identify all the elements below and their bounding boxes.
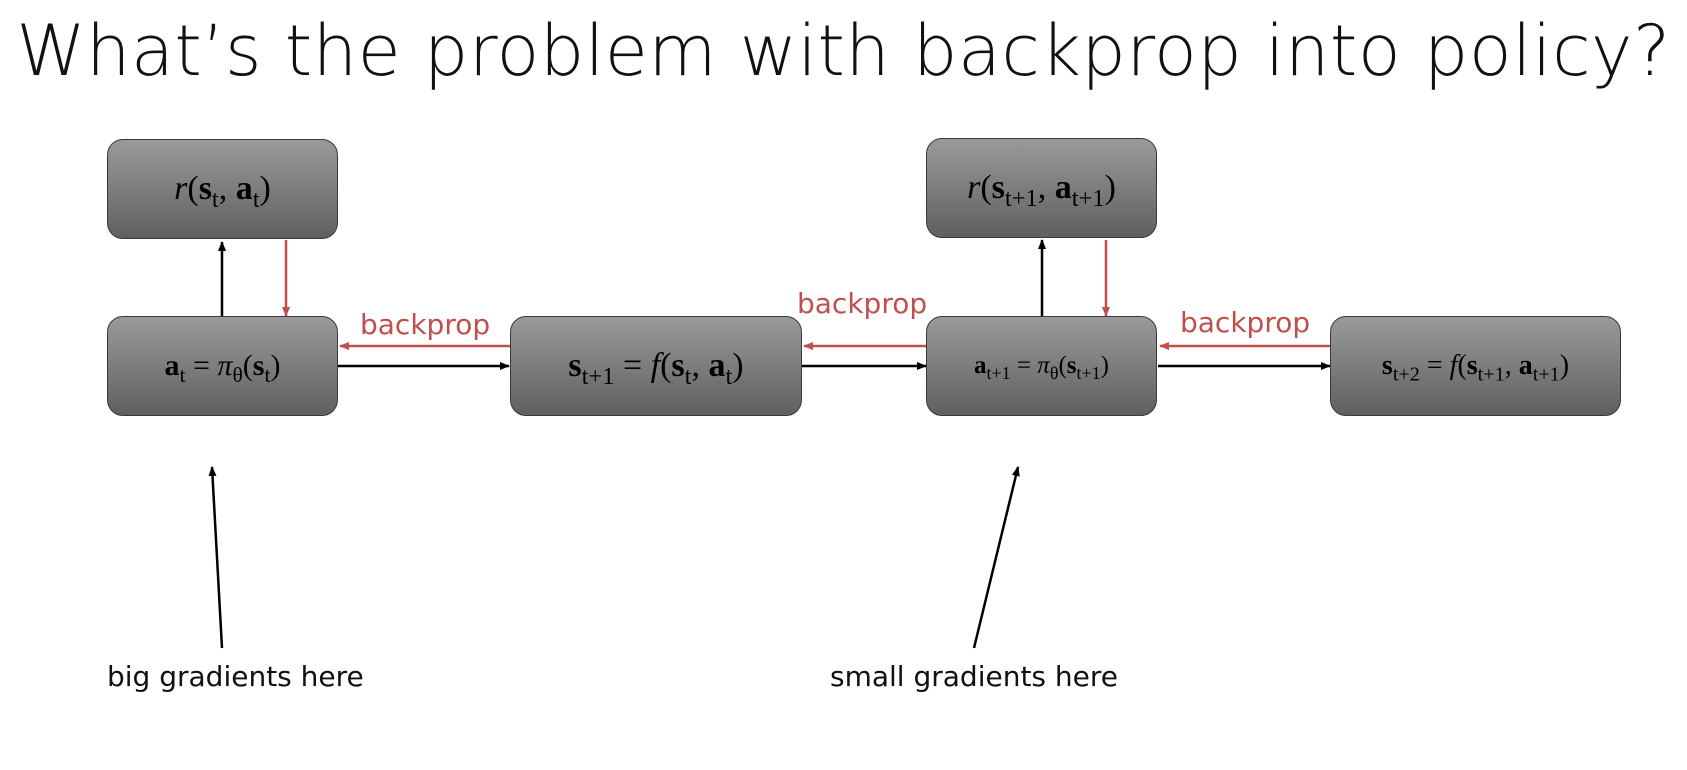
math-subscript: t+1 [1477, 363, 1505, 386]
math-paren: ( [1058, 352, 1067, 379]
slide-title: What’s the problem with backprop into po… [16, 10, 1671, 92]
math-symbol: s [1381, 350, 1393, 381]
math-function: f [650, 347, 661, 384]
math-paren: ( [1457, 350, 1467, 381]
reward-t-formula: r(st, at) [174, 170, 271, 212]
pointer-small-gradients [972, 466, 1020, 649]
math-function: r [174, 170, 188, 207]
dynamics-node-t2: st+2 = f(st+1, at+1) [1330, 316, 1621, 416]
math-subscript: θ [1049, 362, 1059, 383]
math-symbol: s [198, 170, 212, 207]
math-paren: ( [187, 170, 199, 207]
math-symbol: a [235, 170, 253, 207]
policy-t1-formula: at+1 = πθ(st+1) [974, 352, 1109, 383]
math-comma: , [1037, 169, 1055, 206]
backprop-label-1: backprop [360, 308, 491, 341]
math-symbol: s [991, 169, 1005, 206]
math-symbol: s [1066, 352, 1077, 379]
math-symbol: s [252, 349, 265, 382]
math-subscript: t [211, 185, 219, 213]
math-comma: , [1504, 350, 1519, 381]
backprop-label-2: backprop [797, 287, 928, 320]
big-gradients-annotation: big gradients here [107, 660, 364, 693]
dynamics-t1-formula: st+1 = f(st, at) [568, 347, 744, 389]
math-subscript: t [264, 362, 271, 387]
reward-node-t1: r(st+1, at+1) [926, 138, 1157, 238]
math-subscript: t+1 [1532, 363, 1560, 386]
math-symbol: s [671, 347, 685, 384]
math-comma: , [691, 347, 709, 384]
math-symbol: a [164, 349, 180, 382]
math-subscript: t+1 [581, 362, 615, 390]
math-subscript: t [179, 362, 186, 387]
math-subscript: t+1 [986, 362, 1011, 383]
math-paren: ( [980, 169, 992, 206]
policy-t-formula: at = πθ(st) [164, 349, 281, 386]
reward-node-t: r(st, at) [107, 139, 338, 239]
math-symbol: s [568, 347, 582, 384]
math-paren: ) [732, 347, 744, 384]
backprop-label-3: backprop [1180, 306, 1311, 339]
math-equals: = [185, 349, 218, 382]
pointer-big-gradients [208, 466, 224, 649]
math-subscript: t+1 [1076, 362, 1101, 383]
math-subscript: t+2 [1392, 363, 1420, 386]
math-paren: ) [270, 349, 281, 382]
math-subscript: t [725, 362, 733, 390]
math-subscript: t [684, 362, 692, 390]
policy-node-t1: at+1 = πθ(st+1) [926, 316, 1157, 416]
dynamics-node-t1: st+1 = f(st, at) [510, 316, 802, 416]
math-subscript: t [252, 185, 260, 213]
math-symbol: a [708, 347, 726, 384]
math-symbol: s [1466, 350, 1478, 381]
math-equals: = [1010, 352, 1038, 379]
policy-node-t: at = πθ(st) [107, 316, 338, 416]
math-paren: ( [660, 347, 672, 384]
math-equals: = [614, 347, 651, 384]
math-function: π [1037, 352, 1050, 379]
math-function: π [217, 349, 233, 382]
math-symbol: a [1518, 350, 1533, 381]
dynamics-t2-formula: st+2 = f(st+1, at+1) [1381, 350, 1570, 386]
math-subscript: t+1 [1071, 184, 1105, 212]
math-comma: , [218, 170, 236, 207]
math-function: f [1449, 350, 1458, 381]
math-paren: ) [259, 170, 271, 207]
small-gradients-annotation: small gradients here [830, 660, 1119, 693]
reward-t1-formula: r(st+1, at+1) [967, 169, 1116, 211]
math-function: r [967, 169, 981, 206]
math-paren: ) [1559, 350, 1570, 381]
math-paren: ) [1104, 169, 1116, 206]
math-paren: ( [242, 349, 253, 382]
math-symbol: a [974, 352, 987, 379]
math-subscript: t+1 [1004, 184, 1038, 212]
math-equals: = [1419, 350, 1450, 381]
math-subscript: θ [232, 362, 243, 387]
math-symbol: a [1054, 169, 1072, 206]
math-paren: ) [1100, 352, 1109, 379]
